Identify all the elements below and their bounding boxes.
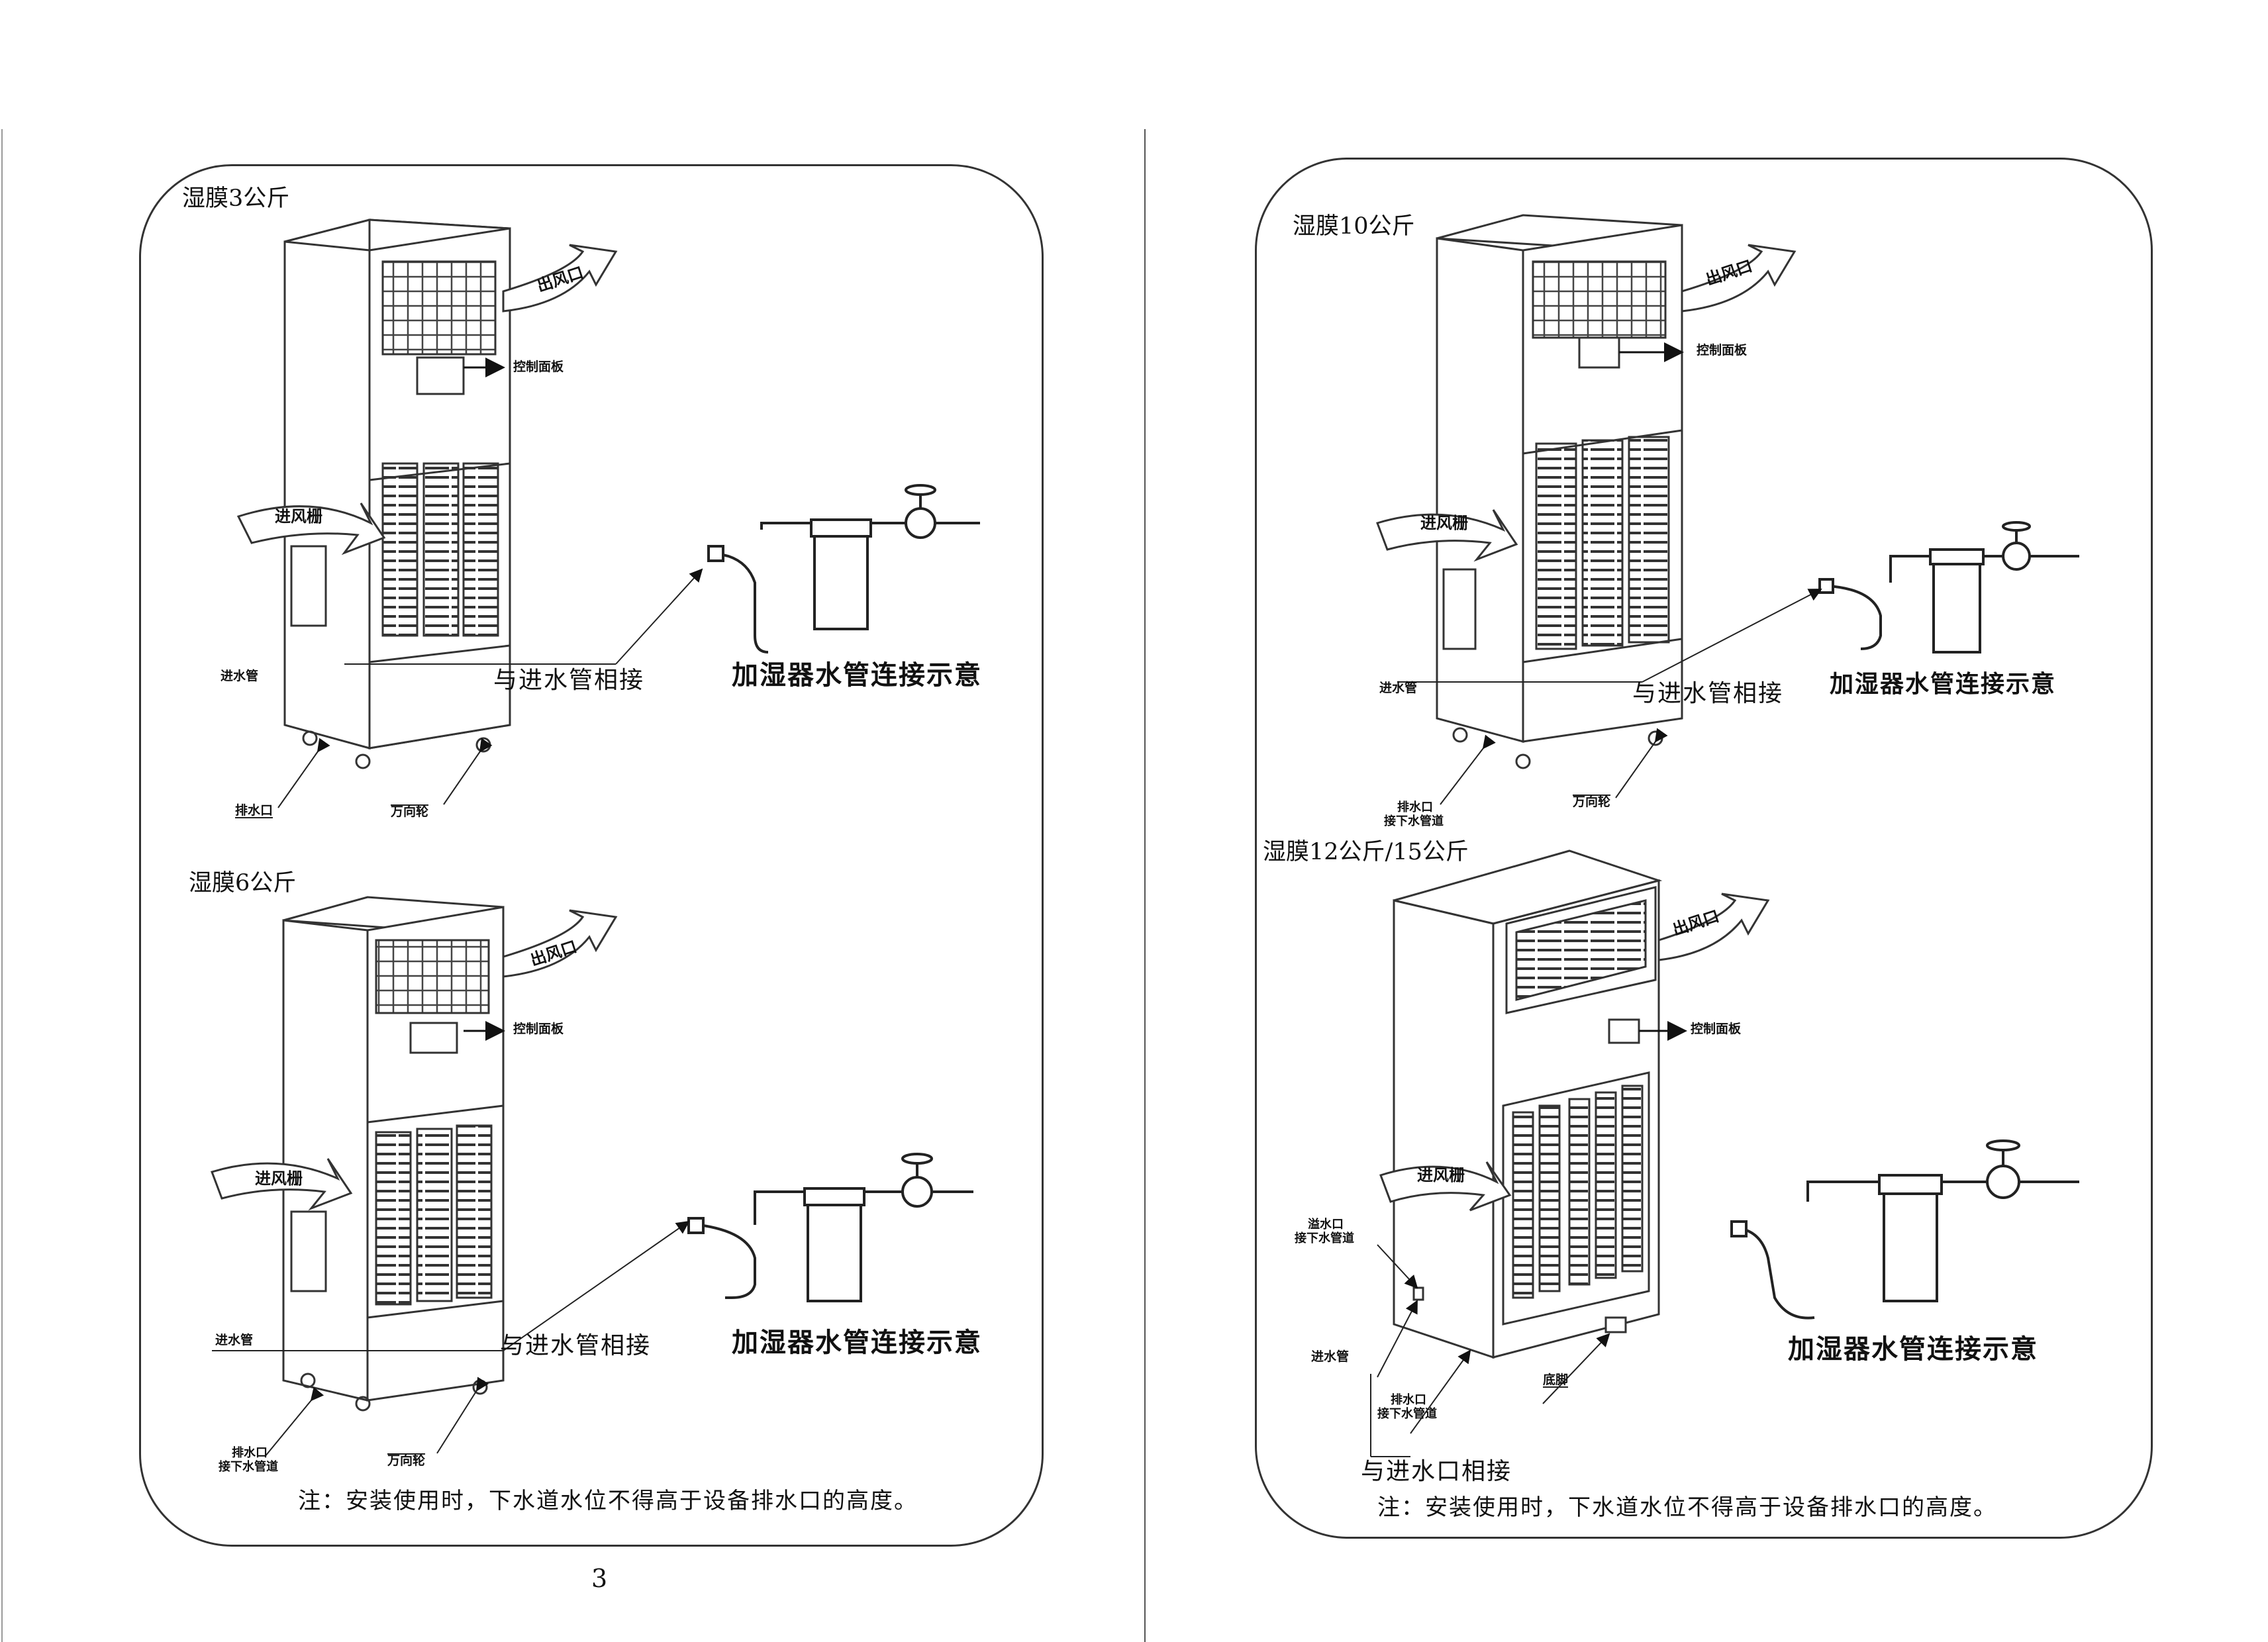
connect-label: 与进水管相接 <box>493 667 645 694</box>
plumbing-c <box>1818 521 2079 653</box>
page-number: 3 <box>591 1564 608 1593</box>
drain-label-block: 排水口 接下水管道 <box>219 1446 278 1474</box>
overflow-label-block: 溢水口 接下水管道 <box>1295 1218 1354 1245</box>
plumbing-d <box>1730 1139 2079 1320</box>
drain-label: 排水口 <box>235 803 273 818</box>
control-panel-label: 控制面板 <box>1697 343 1748 358</box>
connect-label: 与进水口相接 <box>1361 1458 1512 1485</box>
inlet-pipe-label: 进水管 <box>1311 1349 1350 1364</box>
connection-caption: 加湿器水管连接示意 <box>732 659 982 691</box>
inlet-pipe-label: 进水管 <box>215 1333 254 1347</box>
installation-note-right: 注：安装使用时，下水道水位不得高于设备排水口的高度。 <box>1377 1494 1997 1521</box>
control-panel-label: 控制面板 <box>513 1022 564 1036</box>
caster-label: 万向轮 <box>387 1453 426 1468</box>
drain-label: 排水口 <box>232 1446 268 1460</box>
model-title-3kg: 湿膜3公斤 <box>182 185 290 212</box>
inlet-grille-label: 进风栅 <box>275 507 322 526</box>
model-title-10kg: 湿膜10公斤 <box>1293 213 1415 240</box>
unit-12-15kg <box>1379 849 1770 1359</box>
model-title-12-15kg: 湿膜12公斤/15公斤 <box>1263 839 1469 865</box>
inlet-grille-label: 进风栅 <box>255 1169 303 1188</box>
drain-sub-label: 接下水管道 <box>1384 814 1444 828</box>
control-panel-label: 控制面板 <box>513 360 564 374</box>
connection-caption: 加湿器水管连接示意 <box>732 1327 982 1358</box>
drain-label: 排水口 <box>1397 800 1433 814</box>
inlet-grille-label: 进风栅 <box>1417 1165 1465 1184</box>
plumbing-b <box>687 1153 973 1302</box>
left-page-frame <box>139 164 1044 1547</box>
connect-label: 与进水管相接 <box>500 1332 652 1359</box>
caster-label: 万向轮 <box>1573 795 1611 809</box>
caster-label: 万向轮 <box>391 804 429 819</box>
right-page-frame <box>1255 158 2153 1539</box>
overflow-sub-label: 接下水管道 <box>1295 1231 1354 1245</box>
drain-sub-label: 接下水管道 <box>219 1459 278 1474</box>
plumbing-a <box>707 484 980 653</box>
control-panel-label: 控制面板 <box>1691 1022 1742 1036</box>
foot-label: 底脚 <box>1543 1373 1569 1388</box>
unit-10kg <box>1376 214 1797 769</box>
overflow-label: 溢水口 <box>1308 1218 1344 1232</box>
inlet-grille-label: 进风栅 <box>1420 513 1468 532</box>
left-page-edge <box>1 129 3 1642</box>
inlet-pipe-label: 进水管 <box>221 669 259 683</box>
connection-caption: 加湿器水管连接示意 <box>1788 1333 2038 1365</box>
installation-note-left: 注：安装使用时，下水道水位不得高于设备排水口的高度。 <box>298 1488 918 1514</box>
model-title-6kg: 湿膜6公斤 <box>189 870 297 896</box>
drain-sub-label: 接下水管道 <box>1377 1406 1437 1421</box>
unit-3kg <box>236 218 618 769</box>
drain-label: 排水口 <box>1391 1393 1426 1407</box>
connection-caption: 加湿器水管连接示意 <box>1830 670 2057 698</box>
drain-label-block: 排水口 接下水管道 <box>1384 800 1444 828</box>
page-fold-line <box>1144 129 1146 1642</box>
connect-label: 与进水管相接 <box>1632 680 1784 707</box>
inlet-pipe-label: 进水管 <box>1379 681 1418 695</box>
drain-label-block: 排水口 接下水管道 <box>1377 1393 1437 1421</box>
